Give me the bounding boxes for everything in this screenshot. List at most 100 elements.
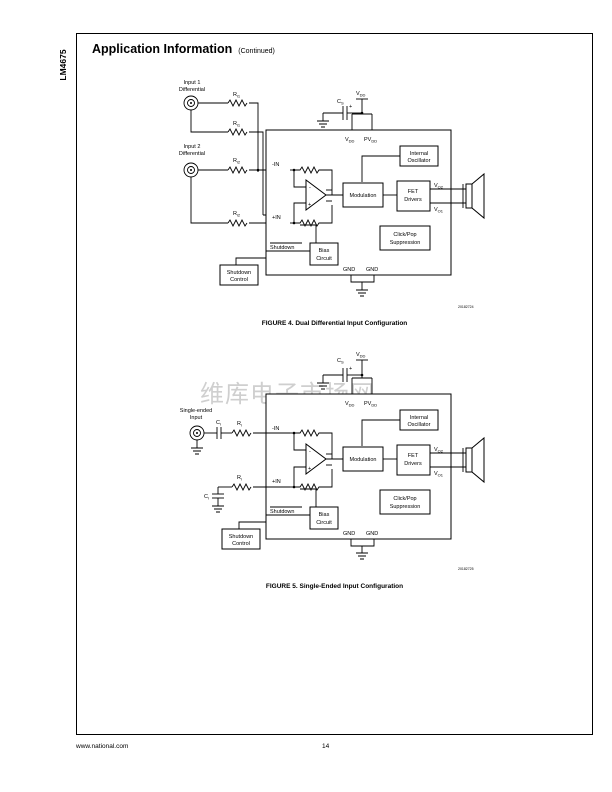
fig4-modulation-box — [342, 182, 384, 208]
fig4-cap-plus: + — [349, 104, 352, 110]
fig4-code: 20182724 — [458, 305, 474, 309]
fig5-minus-in-label: -IN — [272, 426, 279, 432]
fig5-shutdown-label: Shutdown — [270, 509, 294, 515]
fig5-vdd-pin-label: VDD — [345, 401, 355, 408]
heading-continued-note: (Continued) — [238, 48, 275, 55]
fig4-ground-ic-icon — [356, 289, 368, 297]
fig4-sdctrl-line2: Control — [230, 277, 248, 283]
fig4-vdd-pin-label: VDD — [345, 137, 355, 144]
fig4-plus-in-label: +IN — [272, 215, 281, 221]
fig4-ground-cap-icon — [317, 120, 329, 128]
fig5-bias-circuit-box — [309, 506, 339, 530]
fig4-ri2-bottom-label: Ri2 — [233, 211, 241, 218]
fig4-feedback-resistor-top-icon — [294, 165, 333, 195]
fig5-cs-capacitor-icon — [342, 368, 348, 382]
fig4-resistor-ri2-bottom-icon — [227, 218, 248, 228]
fig5-clickpop-line2: Suppression — [390, 504, 421, 510]
fig5-modulation-label: Modulation — [350, 457, 377, 463]
figure5-caption: FIGURE 5. Single-Ended Input Configurati… — [265, 583, 404, 590]
fig5-resistor-ri-top-icon — [231, 428, 252, 438]
fig4-gnd1-label: GND — [343, 267, 355, 273]
fig4-click-pop-box — [379, 225, 431, 251]
fig5-cap-plus: + — [349, 366, 352, 372]
fig5-cs-label: CS — [337, 358, 344, 365]
fig5-ri-bottom-label: Ri — [237, 475, 242, 482]
fig5-resistor-ri-bottom-icon — [231, 482, 252, 492]
fig5-fet-line2: Drivers — [404, 461, 422, 467]
fig4-ri1-top-label: Ri1 — [233, 92, 241, 99]
fig5-osc-line1: Internal — [410, 415, 428, 421]
fig5-fet-drivers-box — [396, 444, 431, 476]
fig4-input2-label-line2: Differential — [179, 151, 205, 157]
fig4-vo2-label: VO2 — [434, 183, 444, 190]
fig4-cs-label: CS — [337, 99, 344, 106]
fig4-fet-drivers-box — [396, 180, 431, 212]
fig4-feedback-resistor-bottom-icon — [294, 205, 333, 228]
fig4-modulation-label: Modulation — [350, 193, 377, 199]
figure4-caption: FIGURE 4. Dual Differential Input Config… — [261, 320, 408, 327]
fig4-sdctrl-line1: Shutdown — [227, 270, 251, 276]
fig4-ri2-top-label: Ri2 — [233, 158, 241, 165]
page-frame — [76, 33, 593, 735]
fig5-ci2-label: Ci — [204, 494, 209, 501]
fig5-bias-line2: Circuit — [316, 520, 332, 526]
fig5-feedback-resistor-top-icon — [294, 428, 333, 459]
fig5-opamp-plus: + — [308, 466, 311, 472]
fig5-gnd1-label: GND — [343, 531, 355, 537]
fig5-ground-input-icon — [191, 447, 203, 455]
fig5-vdd-top-label: VDD — [356, 352, 366, 359]
fig5-ci-label: Ci — [216, 420, 221, 427]
fig4-vdd-top-label: VDD — [356, 91, 366, 98]
fig4-bias-circuit-box — [309, 242, 339, 266]
fig5-input-label-line2: Input — [190, 415, 203, 421]
fig4-osc-line2: Oscillator — [408, 158, 431, 164]
fig4-bias-line1: Bias — [319, 248, 330, 254]
fig5-sdctrl-line2: Control — [232, 541, 250, 547]
fig4-op-amp-icon — [305, 179, 327, 211]
fig4-osc-line1: Internal — [410, 151, 428, 157]
fig5-vo2-label: VO2 — [434, 447, 444, 454]
fig4-clickpop-line2: Suppression — [390, 240, 421, 246]
heading-text: Application Information — [92, 42, 233, 56]
fig5-ground-ci2-icon — [212, 505, 224, 513]
fig4-gnd2-label: GND — [366, 267, 378, 273]
fig4-pvdd-pin-label: PVDD — [364, 137, 377, 144]
fig4-opamp-plus: + — [308, 202, 311, 208]
fig4-ri1-bottom-label: Ri1 — [233, 121, 241, 128]
fig5-pvdd-pin-label: PVDD — [364, 401, 377, 408]
fig5-gnd2-label: GND — [366, 531, 378, 537]
fig4-resistor-ri1-top-icon — [227, 98, 248, 108]
footer-url: www.national.com — [76, 743, 129, 750]
fig5-feedback-resistor-bottom-icon — [294, 469, 333, 492]
fig5-sdctrl-line1: Shutdown — [229, 534, 253, 540]
fig4-fet-line2: Drivers — [404, 197, 422, 203]
fig5-plus-in-label: +IN — [272, 479, 281, 485]
section-heading: Application Information (Continued) — [92, 42, 275, 56]
fig5-ri-top-label: Ri — [237, 421, 242, 428]
fig4-fet-line1: FET — [408, 189, 419, 195]
fig5-ground-cap-icon — [317, 382, 329, 390]
fig4-minus-in-label: -IN — [272, 162, 279, 168]
fig4-shutdown-label: Shutdown — [270, 245, 294, 251]
fig5-code: 20182725 — [458, 567, 474, 571]
fig5-shutdown-control-box — [221, 528, 261, 550]
fig5-click-pop-box — [379, 489, 431, 515]
footer-page-number: 14 — [322, 743, 330, 750]
fig5-input-label-line1: Single-ended — [180, 408, 212, 414]
fig4-bias-line2: Circuit — [316, 256, 332, 262]
fig5-fet-line1: FET — [408, 453, 419, 459]
fig4-resistor-ri1-bottom-icon — [227, 127, 248, 137]
fig5-osc-line2: Oscillator — [408, 422, 431, 428]
fig4-input1-label-line1: Input 1 — [184, 80, 201, 86]
fig5-ci-capacitor-icon — [216, 427, 222, 439]
fig5-bias-line1: Bias — [319, 512, 330, 518]
fig5-op-amp-icon — [305, 443, 327, 475]
fig4-clickpop-line1: Click/Pop — [393, 232, 416, 238]
fig5-speaker-icon — [462, 436, 485, 484]
fig5-ci2-capacitor-icon — [212, 493, 224, 499]
fig4-vo1-label: VO1 — [434, 207, 444, 214]
fig4-resistor-ri2-top-icon — [227, 165, 248, 175]
fig4-input2-label-line1: Input 2 — [184, 144, 201, 150]
